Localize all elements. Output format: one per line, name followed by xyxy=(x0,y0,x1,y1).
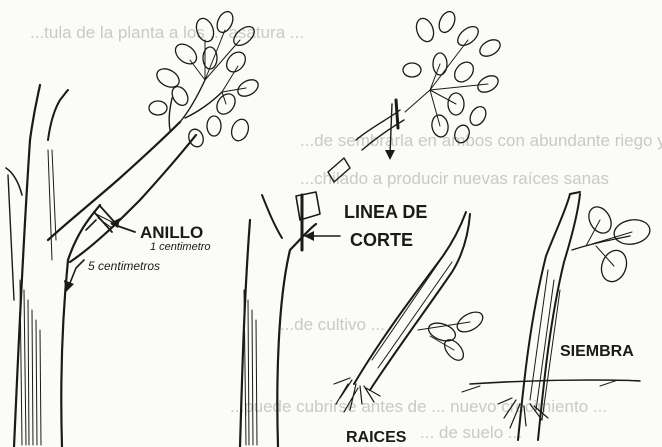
bleed-line-2: ...de sembrarla en ambos con abundante r… xyxy=(300,131,662,150)
bleed-line-1: ...tula de la planta a los ... asatura .… xyxy=(30,23,304,42)
label-siembra: SIEMBRA xyxy=(560,343,634,360)
label-linea-de: LINEA DE xyxy=(344,202,427,222)
bleed-line-5: ...puede cubrirse antes de ... nuevo cre… xyxy=(230,397,607,416)
figure-cut-line: LINEA DE CORTE xyxy=(240,9,503,447)
figure-ringed-branch: ANILLO 1 centimetro 5 centimetros xyxy=(6,9,261,447)
leaves-cutting xyxy=(418,308,486,364)
bleed-line-4: ...de cultivo ... xyxy=(280,315,385,334)
bleed-line-6: ... de suelo ... xyxy=(420,423,522,442)
label-raices: RAICES xyxy=(346,429,407,446)
trunk-2-bark-hatching xyxy=(244,290,257,445)
label-anillo: ANILLO xyxy=(140,223,203,242)
foliage-cluster-2 xyxy=(403,9,503,145)
label-un-centimetro: 1 centimetro xyxy=(150,241,211,253)
ring-arrows xyxy=(64,218,135,292)
label-cinco-centimetros: 5 centimetros xyxy=(88,259,160,273)
label-corte: CORTE xyxy=(350,230,413,250)
trunk-bark-hatching xyxy=(20,150,56,445)
